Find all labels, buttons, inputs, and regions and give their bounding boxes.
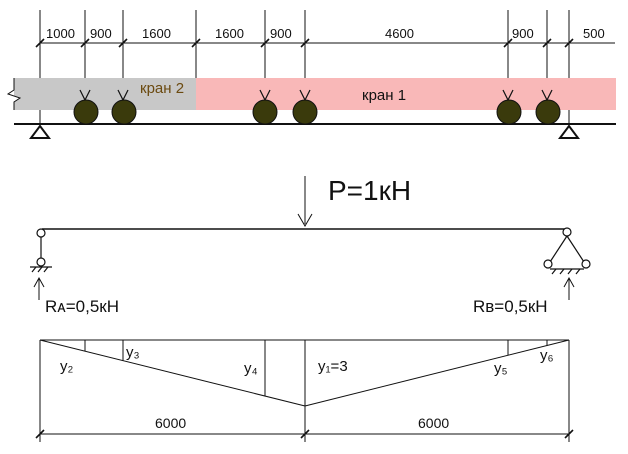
reaction-b-label: Rʙ=0,5кН xyxy=(473,297,548,316)
wheel xyxy=(535,99,561,125)
unit-load: P=1кН xyxy=(297,175,411,227)
crane-2: кран 2 xyxy=(6,78,196,110)
dim-1600-a: 1600 xyxy=(142,26,171,41)
reaction-a-label: Rᴀ=0,5кН xyxy=(45,297,119,316)
support-right xyxy=(558,124,580,139)
ordinate-labels: y₂ y₃ y₄ y₁=3 y₅ y₆ xyxy=(60,344,554,377)
dim-900-c: 900 xyxy=(512,26,534,41)
ordinate-y1: y₁=3 xyxy=(318,358,348,375)
dim-1600-b: 1600 xyxy=(215,26,244,41)
dim-500: 500 xyxy=(583,26,605,41)
wheel xyxy=(496,99,522,125)
ordinate-y2: y₂ xyxy=(60,358,74,375)
load-label: P=1кН xyxy=(328,175,411,206)
influence-line xyxy=(39,339,570,407)
dim-1000: 1000 xyxy=(46,26,75,41)
ordinate-y5: y₅ xyxy=(494,360,508,377)
crane-wheels xyxy=(73,99,561,125)
crane-1-label: кран 1 xyxy=(362,87,406,104)
wheel xyxy=(73,99,99,125)
ordinate-y4: y₄ xyxy=(244,360,258,377)
ordinate-y6: y₆ xyxy=(540,347,554,364)
reaction-arrows xyxy=(33,276,575,300)
support-left xyxy=(29,124,51,139)
wheel xyxy=(292,99,318,125)
dim-4600: 4600 xyxy=(385,26,414,41)
crane-2-label: кран 2 xyxy=(140,80,184,97)
bottom-dimension-chain xyxy=(35,340,574,442)
top-supports xyxy=(29,124,580,139)
dim-6000-right: 6000 xyxy=(418,415,449,431)
pin-support-right xyxy=(543,227,591,275)
pin-support-left xyxy=(30,228,52,273)
dim-900-b: 900 xyxy=(270,26,292,41)
dim-900-a: 900 xyxy=(90,26,112,41)
dim-6000-left: 6000 xyxy=(155,415,186,431)
wheel xyxy=(252,99,278,125)
ordinate-y3: y₃ xyxy=(126,344,140,361)
top-dimension-chain: 1000 900 1600 1600 900 4600 900 500 xyxy=(35,10,615,125)
wheel xyxy=(111,99,137,125)
